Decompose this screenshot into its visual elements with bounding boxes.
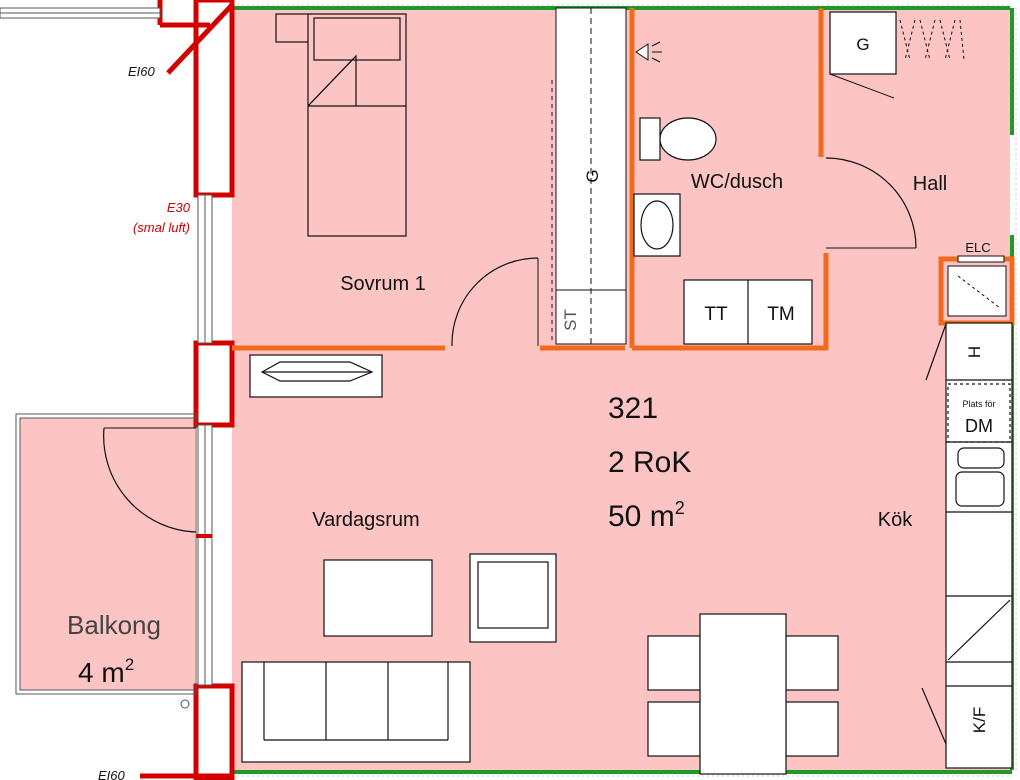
apartment-area: 50 m2	[608, 498, 685, 533]
room-balkong: Balkong	[67, 610, 161, 640]
ei60-top-label: EI60	[128, 64, 156, 79]
room-kok: Kök	[878, 509, 913, 531]
dm-label: DM	[965, 416, 993, 436]
electrical-cabinet	[947, 255, 1007, 317]
tt-label: TT	[704, 304, 728, 325]
kf-label: K/F	[970, 707, 989, 733]
facade-wall-left	[0, 0, 235, 780]
tv-unit	[249, 354, 383, 398]
ei60-bottom-label: EI60	[98, 768, 126, 780]
plats-for-label: Plats för	[962, 399, 995, 409]
apartment-number: 321	[608, 392, 658, 425]
room-sovrum: Sovrum 1	[340, 273, 426, 295]
bedroom-wardrobe	[551, 7, 627, 345]
living-furniture	[241, 553, 557, 763]
balkong-area: 4 m2	[78, 655, 134, 688]
room-vardagsrum: Vardagsrum	[312, 509, 419, 531]
hall-door-swing	[825, 157, 917, 249]
bedroom-door-swing	[451, 257, 539, 347]
hall-wardrobe	[829, 11, 965, 99]
elc-label: ELC	[965, 240, 990, 255]
exterior-wall-hatch	[232, 4, 1017, 777]
floor-area	[20, 8, 1010, 774]
room-wc: WC/dusch	[691, 171, 783, 193]
wc-fixtures	[633, 117, 813, 345]
h-label: H	[965, 346, 984, 358]
tm-label: TM	[767, 304, 794, 325]
balcony-door-swing	[103, 427, 197, 533]
st-label: ST	[561, 309, 580, 331]
room-hall: Hall	[913, 173, 947, 195]
sofa	[241, 661, 471, 763]
balcony-floor	[20, 418, 195, 690]
hall-wardrobe-label: G	[856, 35, 869, 54]
labels: EI60 EI60 E30 (smal luft) Sovrum 1 WC/du…	[67, 35, 995, 780]
dining-table	[647, 613, 839, 775]
bed	[275, 13, 407, 237]
e30-label: E30	[167, 200, 191, 215]
coffee-table	[323, 559, 433, 637]
e30-note: (smal luft)	[133, 220, 190, 235]
bedroom-wardrobe-label: G	[583, 169, 602, 182]
kitchen-counter	[921, 322, 1013, 769]
light-icon	[635, 41, 662, 63]
balcony-outline	[15, 413, 197, 709]
apartment-type: 2 RoK	[608, 446, 691, 479]
